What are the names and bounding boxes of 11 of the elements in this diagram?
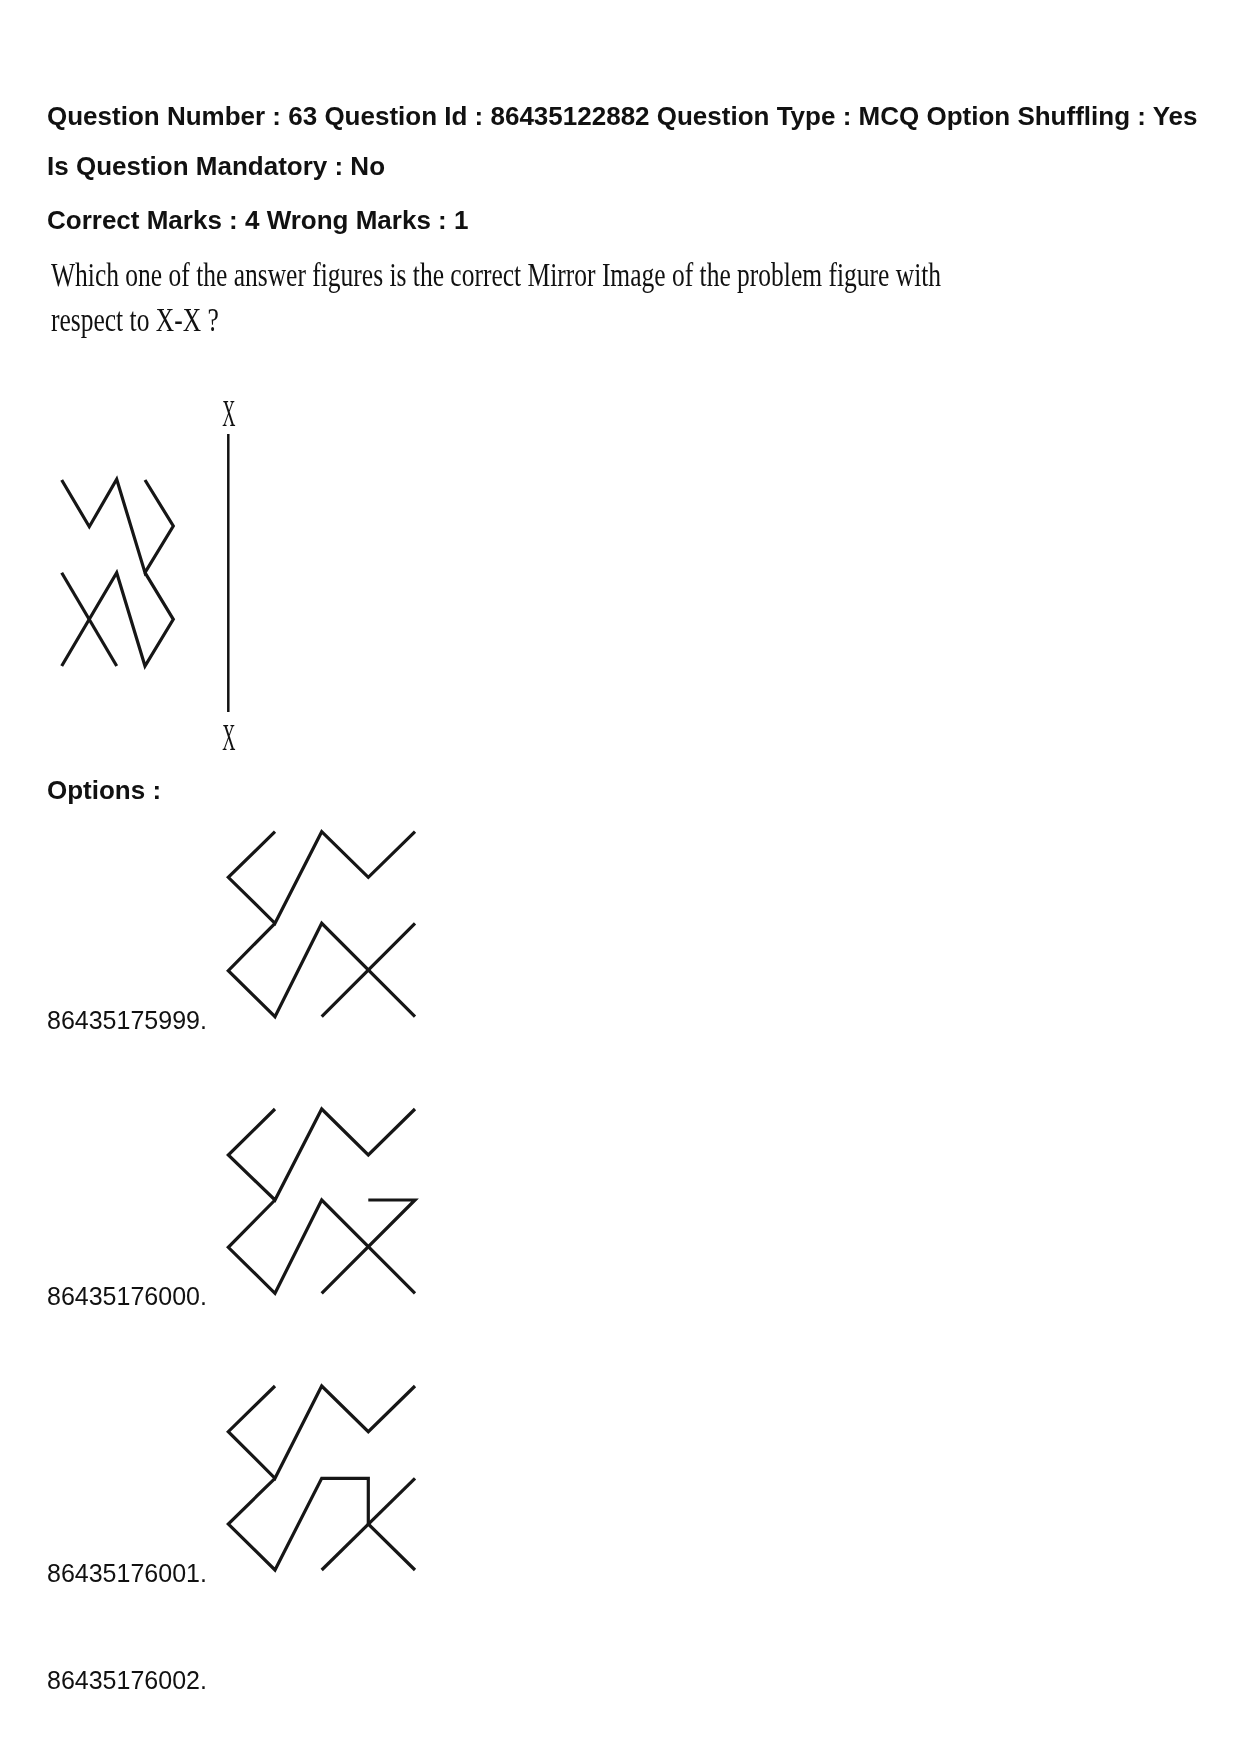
option-id: 86435176001. xyxy=(47,1558,207,1588)
option-id: 86435175999. xyxy=(47,1005,207,1035)
marks-info-text: Correct Marks : 4 Wrong Marks : 1 xyxy=(47,204,469,236)
question-text: Which one of the answer figures is the correct Mirror Image of the problem figure with respect to X-X ? xyxy=(51,254,943,340)
option-id: 86435176000. xyxy=(47,1281,207,1311)
option-id: 86435176002. xyxy=(47,1665,207,1695)
options-heading: Options : xyxy=(47,774,162,806)
axis-label: X xyxy=(221,393,236,433)
axis-label: X xyxy=(221,717,236,757)
question-info-text: Question Number : 63 Question Id : 86435122882 Question Type : MCQ Option Shuffling : Yes xyxy=(47,100,1198,132)
mandatory-info-text: Is Question Mandatory : No xyxy=(47,150,386,182)
